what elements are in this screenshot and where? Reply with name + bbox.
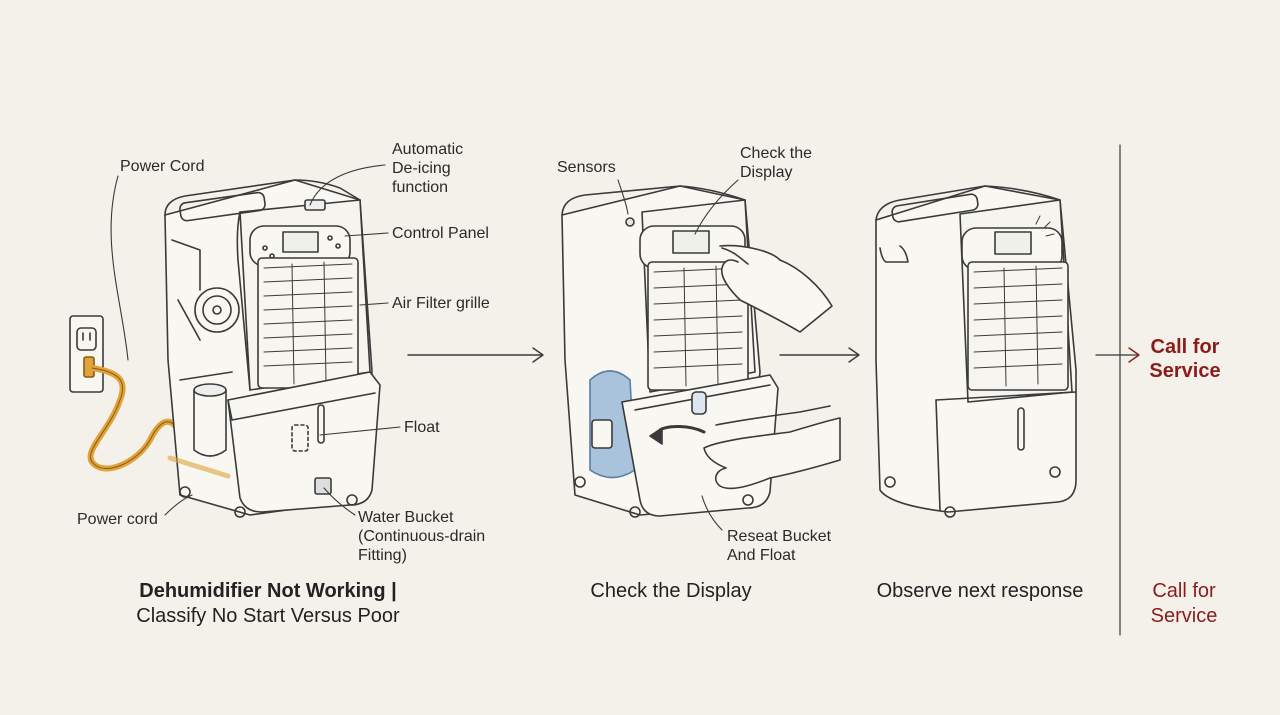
label-deicing-line1: Automatic — [392, 141, 464, 158]
panel2-leaders — [617, 179, 739, 531]
label-float: Float — [404, 419, 440, 436]
caption-panel4-line1: Call for — [1152, 580, 1216, 602]
caption-panel2: Check the Display — [590, 580, 752, 602]
label-power-cord-bottom: Power cord — [77, 511, 158, 528]
label-water-bucket-line3: Fitting) — [358, 547, 407, 564]
caption-panel1-title: Dehumidifier Not Working | — [139, 580, 397, 602]
label-power-cord-top: Power Cord — [120, 158, 205, 175]
call-service-heading-line1: Call for — [1150, 336, 1220, 358]
arrow-1 — [407, 347, 544, 363]
arrow-2 — [779, 347, 860, 363]
label-water-bucket-line2: (Continuous-drain — [358, 528, 486, 545]
dehumidifier-cutaway — [69, 179, 381, 518]
label-reseat-line1: Reseat Bucket — [727, 528, 832, 545]
arrow-3 — [1095, 347, 1140, 363]
label-deicing-line2: De-icing — [392, 160, 451, 177]
caption-panel1-line1: Dehumidifier Not Working | — [88, 579, 448, 604]
label-control-panel: Control Panel — [392, 225, 489, 242]
caption-panel4-line2: Service — [1150, 605, 1218, 627]
panel1-leaders — [110, 164, 401, 516]
dehumidifier-plain — [875, 185, 1077, 518]
label-check-display-line2: Display — [740, 164, 793, 181]
label-reseat-line2: And Float — [727, 547, 796, 564]
wall-outlet — [69, 315, 104, 393]
caption-panel1-line2: Classify No Start Versus Poor — [136, 605, 400, 627]
dehumidifier-check — [561, 185, 841, 518]
label-water-bucket-line1: Water Bucket — [358, 509, 454, 526]
label-sensors: Sensors — [557, 159, 616, 176]
label-check-display-line1: Check the — [740, 145, 813, 162]
call-service-heading-line2: Service — [1149, 360, 1221, 382]
label-deicing-line3: function — [392, 179, 449, 196]
label-air-filter-grille: Air Filter grille — [392, 295, 490, 312]
caption-panel3: Observe next response — [876, 580, 1084, 602]
